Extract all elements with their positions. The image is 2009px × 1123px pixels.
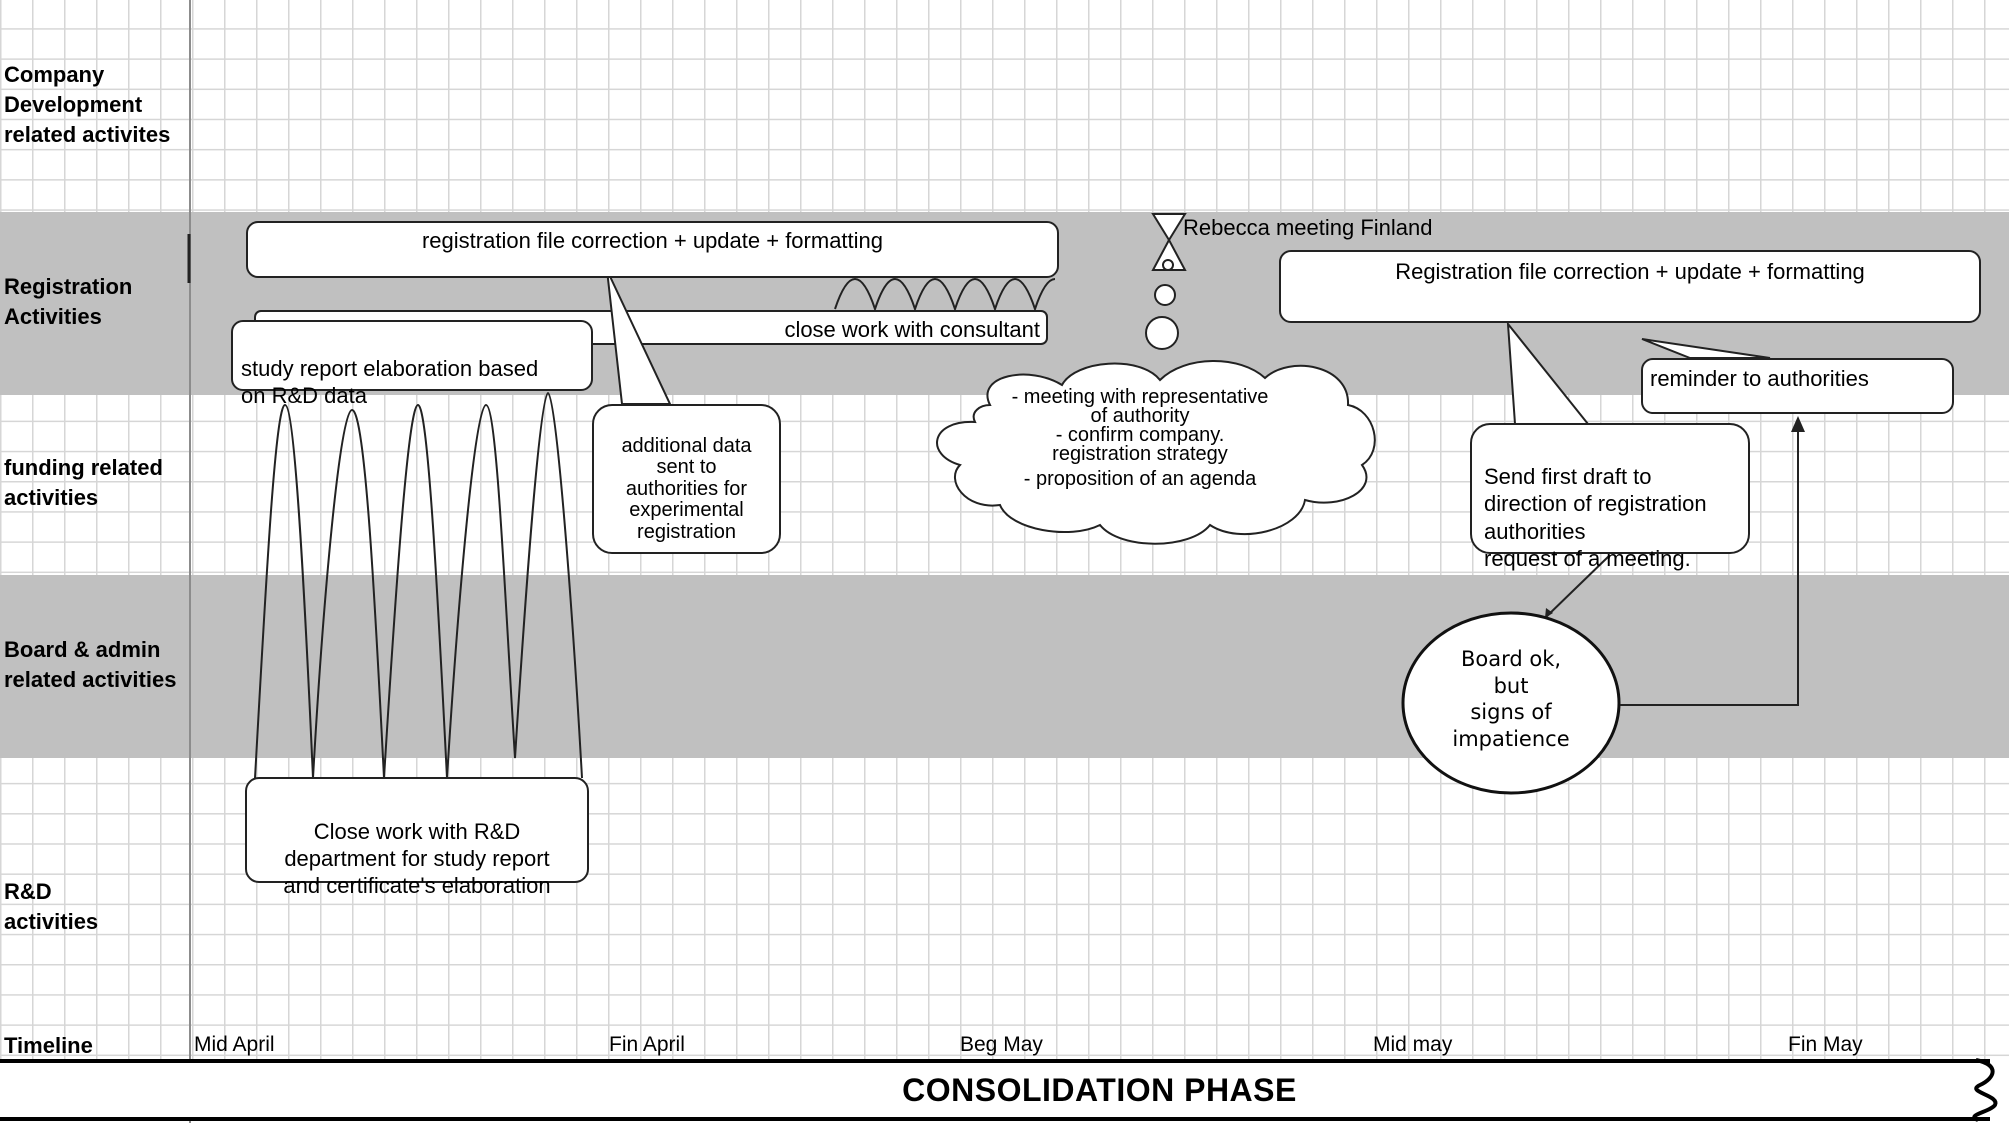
additional-data-text: additional data sent to authorities for … [621,434,752,543]
row-label-rd: R&D activities [4,879,99,934]
timeline-tick: Beg May [960,1033,1043,1056]
first-draft-callout: Send first draft to direction of registr… [1470,423,1750,571]
timeline-label: Timeline [4,1033,93,1058]
row-label-registration: Registration Activities [4,274,133,329]
phase-label: CONSOLIDATION PHASE [902,1072,1297,1108]
rebecca-meeting-text: Rebecca meeting Finland [1183,215,1433,240]
phase-banner [0,1059,1990,1121]
consultant-text: close work with consultant [784,317,1040,342]
cloud-line: of authority [1090,405,1190,427]
cloud-text: - meeting with representative of authori… [980,386,1300,490]
study-report-text: study report elaboration based on R&D da… [241,356,539,408]
reminder-box: reminder to authorities [1641,358,1954,414]
timeline-tick: Mid may [1373,1033,1453,1056]
timeline-tick: Fin May [1788,1033,1863,1056]
cloud-line: - meeting with representative [1011,386,1269,408]
registration-file-correction-box-2: Registration file correction + update + … [1279,250,1981,323]
cloud-line: - proposition of an agenda [1023,468,1257,490]
registration-file-correction-box-1: registration file correction + update + … [246,221,1059,278]
board-admin-band [0,575,2009,758]
cloud-line: - confirm company. [1055,424,1225,446]
timeline-tick: Fin April [609,1033,685,1056]
row-label-company-development: Company Development related activites [4,62,171,147]
row-label-funding: funding related activities [4,455,163,510]
study-report-box: study report elaboration based on R&D da… [231,320,593,408]
registration-file-correction-text-1: registration file correction + update + … [421,228,884,253]
cloud-line: registration strategy [1052,443,1228,465]
additional-data-callout: additional data sent to authorities for … [592,404,781,554]
board-ok-text: Board ok, but signs of impatience [1452,647,1570,751]
registration-file-correction-text-2: Registration file correction + update + … [1395,259,1865,284]
label-column-separator [189,0,191,1123]
rd-close-work-text: Close work with R&D department for study… [283,819,551,898]
first-draft-text: Send first draft to direction of registr… [1484,463,1707,572]
reminder-text: reminder to authorities [1650,366,1869,391]
timeline-tick: Mid April [194,1033,275,1056]
rd-close-work-box: Close work with R&D department for study… [245,777,589,898]
row-label-board-admin: Board & admin related activities [4,637,177,692]
